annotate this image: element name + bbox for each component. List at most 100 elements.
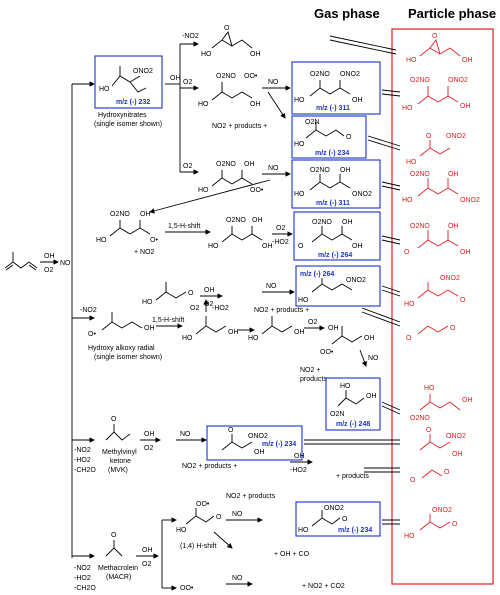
acyl-no: NO: [232, 575, 243, 582]
234c-ono2: ONO2: [324, 505, 344, 512]
particle-mvk-nitrate: [419, 434, 451, 451]
264b-ho: HO: [298, 297, 309, 304]
srb-o2: O2: [190, 305, 199, 312]
248-ho: HO: [340, 383, 351, 390]
enol-o: O: [188, 290, 194, 297]
mz-box-264-b: [295, 265, 381, 307]
pda-ono2: ONO2: [448, 77, 468, 84]
hydroxy-alkoxy-radical: [101, 312, 143, 331]
pmacr-ono2: ONO2: [432, 507, 452, 514]
mz-label-232: m/z (-) 232: [116, 99, 150, 106]
pdial-o2: O: [450, 325, 456, 332]
mvk-nitrate: [221, 434, 253, 451]
plus-no2-co2: + NO2 + CO2: [302, 583, 345, 590]
ar2-o2no: O2NO: [110, 211, 130, 218]
reagent-oh-main: OH: [44, 253, 55, 260]
pmacr-o: O: [452, 521, 458, 528]
264a-oh: OH: [342, 219, 353, 226]
ar2-plus-no2: + NO2: [134, 249, 155, 256]
srb-ho: HO: [182, 335, 193, 342]
arrow-to-alkoxy-2: [149, 179, 271, 214]
hn-ho: HO: [99, 86, 110, 93]
carbonyl-structure-264b: [311, 278, 353, 293]
pdb-ono2: ONO2: [460, 197, 480, 204]
mz-label-234-a: m/z (-) 234: [315, 150, 349, 157]
macr-minus-no2: -NO2: [74, 565, 91, 572]
hn-minus-no2: -NO2: [182, 33, 199, 40]
shift-15-b: 1,5-H-shift: [152, 317, 184, 324]
particle-carbonyl-264b: [417, 282, 459, 299]
pmvk-oh: OH: [452, 451, 463, 458]
sra-oh: OH: [252, 217, 263, 224]
mvk-no: NO: [180, 431, 191, 438]
aldehyde-structure-a: [305, 122, 345, 139]
sra-o2no: O2NO: [226, 217, 246, 224]
label-hydroxy-alkoxy: Hydroxy alkoxy radial: [88, 345, 155, 352]
pr2-no: NO: [268, 165, 279, 172]
pa-oo: OO•: [320, 349, 334, 356]
no2-products-4: NO2 + products: [226, 493, 276, 500]
shifted-radical-a: [221, 226, 263, 243]
epoxide-gas-structure: [211, 31, 253, 49]
264a-o: O: [298, 243, 304, 250]
sra-oh2: OH: [262, 243, 273, 250]
macr-o2: O2: [142, 561, 151, 568]
mz-label-234-b: m/z (-) 234: [262, 441, 296, 448]
pdb-oh: OH: [448, 171, 459, 178]
p-epoxide-ho: HO: [406, 57, 417, 64]
311b-o2no: O2NO: [310, 167, 330, 174]
shifted-radical-b: [195, 316, 227, 335]
mz-label-311-b: m/z (-) 311: [316, 200, 350, 207]
pc264a-oh: OH: [448, 223, 459, 230]
srb-ho2: -HO2: [212, 305, 229, 312]
dinitrate-structure-b: [309, 174, 351, 191]
hn-o2-b: O2: [183, 163, 192, 170]
pgly-o1: O: [410, 477, 416, 484]
particle-carbonyl-264a: [417, 230, 459, 249]
mz-label-264-b: m/z (-) 264: [300, 271, 334, 278]
label-macr-1: Methacrolein: [98, 565, 138, 572]
plus-products-mvk: + products: [336, 473, 369, 480]
ar2-ho: HO: [96, 237, 107, 244]
pr1-oh: OH: [250, 101, 261, 108]
particle-dinitrate-a: [417, 86, 459, 105]
label-hydroxynitrates: Hydroxynitrates: [98, 112, 147, 119]
no2-plus: NO2 +: [300, 367, 320, 374]
hn-oh: OH: [170, 75, 181, 82]
mp-oo: OO•: [196, 501, 210, 508]
234a-o2n: O2N: [305, 119, 319, 126]
p248-ho: HO: [424, 385, 435, 392]
mz-box-311-a: [291, 61, 381, 115]
pna-o: O: [426, 133, 432, 140]
mp-no: NO: [232, 511, 243, 518]
mz-label-264-a: m/z (-) 264: [318, 252, 352, 259]
hn-o2-a: O2: [183, 79, 192, 86]
epoxide-oh: OH: [250, 51, 261, 58]
particle-nitrate-234a: [419, 140, 451, 157]
label-macr-2: (MACR): [106, 574, 131, 581]
pr2-oo: OO•: [250, 187, 264, 194]
pna-ho: HO: [406, 159, 417, 166]
alkoxy-radical-2: [109, 220, 151, 237]
pa-no: NO: [368, 355, 379, 362]
pc264a-o: O: [404, 249, 410, 256]
particle-macr-nitrate: [419, 514, 451, 531]
allyl-radical: [261, 316, 293, 335]
234c-ho: HO: [298, 527, 309, 534]
pr1-ho: HO: [198, 101, 209, 108]
sra-o2: O2: [276, 225, 285, 232]
arrow-to-products: [267, 91, 286, 119]
234a-o: O: [346, 134, 352, 141]
p-epoxide-oh: OH: [462, 57, 473, 64]
enol-ho: HO: [142, 299, 153, 306]
p248-o2no: O2NO: [410, 415, 430, 422]
pna-ono2: ONO2: [446, 133, 466, 140]
label-mvk-3: (MVK): [108, 467, 128, 474]
pr1-oo: OO•: [244, 73, 258, 80]
pa-oh2: OH: [364, 335, 375, 342]
ar2-oh: OH: [140, 211, 151, 218]
264b-ono2: ONO2: [346, 277, 366, 284]
mz-box-232: [94, 55, 163, 109]
mz-box-234-b: [206, 425, 303, 461]
pa-oh: OH: [328, 325, 339, 332]
